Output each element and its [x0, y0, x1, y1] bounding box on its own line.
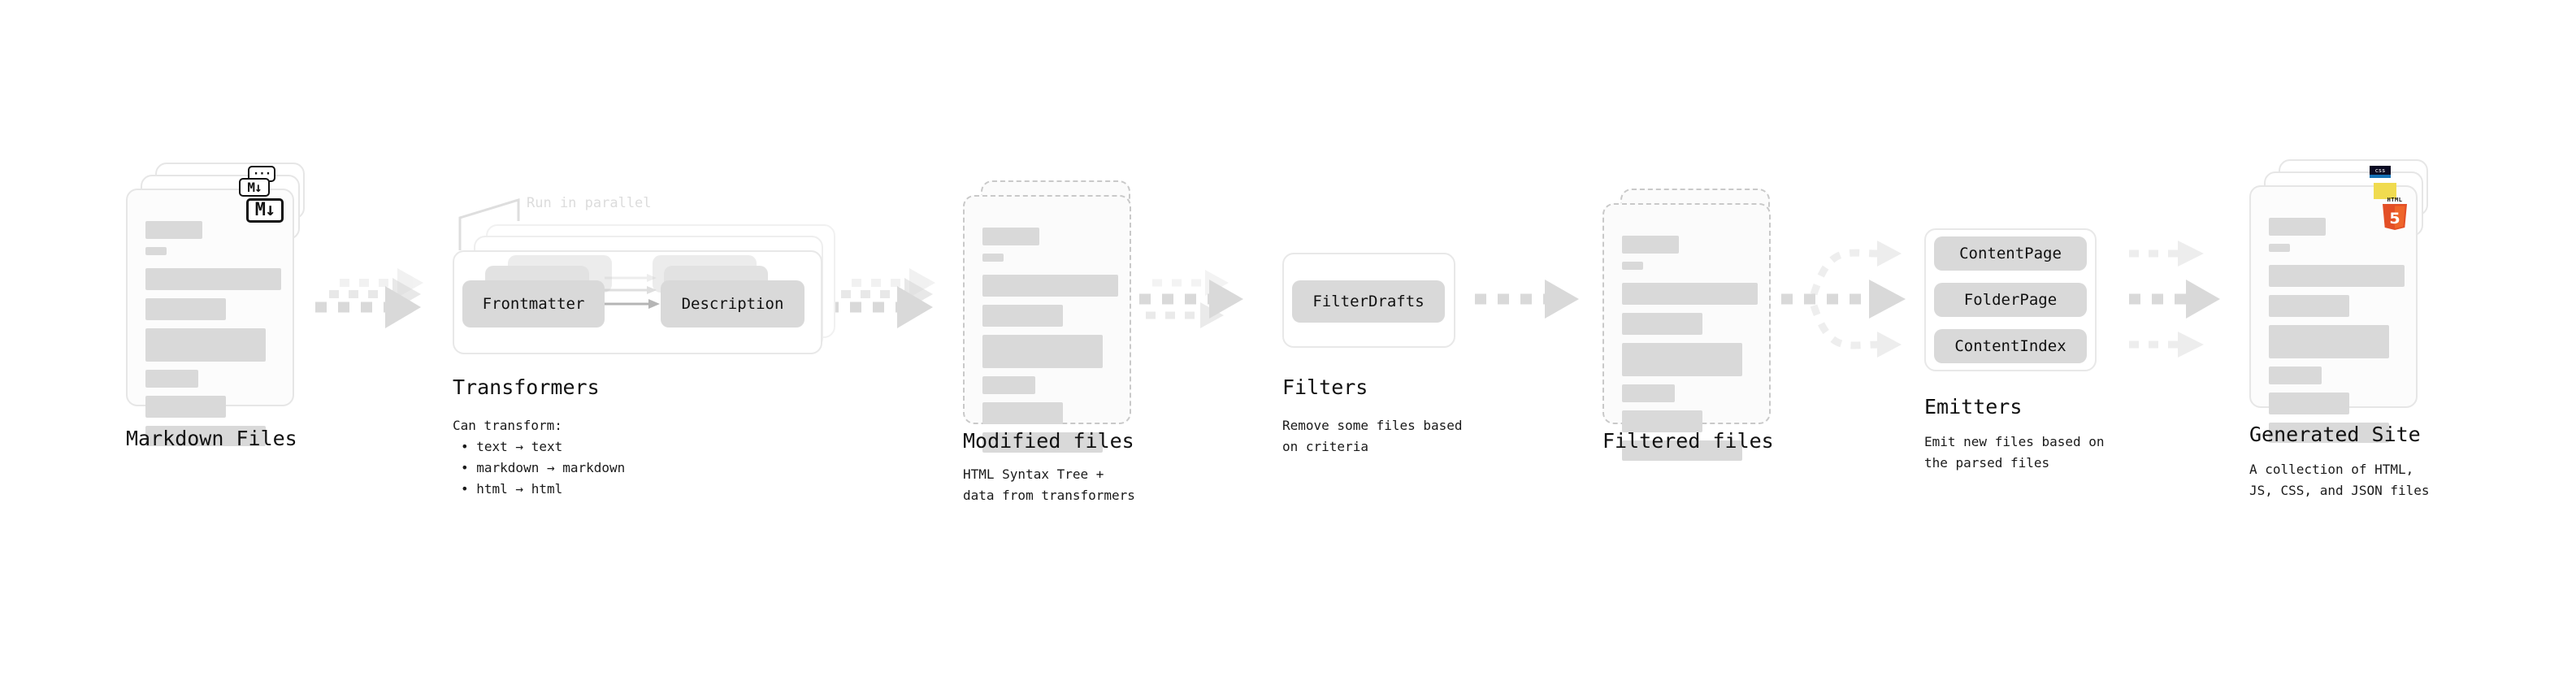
placeholder-bar [982, 275, 1118, 297]
arrow-filters-to-filtered [1475, 280, 1579, 319]
markdown-files-stack: M↓ [126, 163, 313, 446]
transformers-bullet-1: • text → text [461, 439, 563, 454]
transformers-chip-frontmatter[interactable]: Frontmatter [462, 280, 605, 327]
markdown-badge: M↓ [246, 198, 284, 223]
placeholder-bar [2269, 393, 2349, 414]
filters-chip-filterdrafts[interactable]: FilterDrafts [1292, 280, 1445, 323]
html5-icon-label: HTML [2387, 197, 2403, 203]
placeholder-bar [1622, 313, 1702, 335]
placeholder-bar [145, 370, 198, 388]
placeholder-bar [1622, 440, 1742, 461]
js-icon [2374, 183, 2396, 199]
placeholder-bar [2269, 265, 2405, 287]
markdown-badge-back-1: M↓ [239, 178, 270, 197]
filtered-files-caption: Filtered files [1602, 429, 1774, 453]
svg-text:5: 5 [2389, 210, 2400, 228]
placeholder-bar [145, 268, 281, 290]
emitters-desc-2: the parsed files [1924, 455, 2050, 471]
placeholder-bar [1622, 283, 1758, 305]
emitters-chip-contentpage[interactable]: ContentPage [1934, 236, 2087, 271]
emitters-caption: Emitters [1924, 395, 2023, 419]
placeholder-bar [2269, 244, 2290, 252]
emitters-desc-1: Emit new files based on [1924, 434, 2105, 449]
placeholder-bar [145, 328, 266, 362]
transformers-bullet-2: • markdown → markdown [461, 460, 626, 475]
placeholder-bar [1622, 236, 1679, 254]
placeholder-bar [145, 247, 167, 255]
markdown-card-bars [128, 190, 293, 446]
css-icon-label: css [2370, 166, 2391, 175]
transformers-bullet-3: • html → html [461, 481, 563, 497]
html5-icon: HTML 5 [2381, 197, 2409, 230]
run-in-parallel-note: Run in parallel [527, 195, 652, 211]
modified-card-bars [965, 197, 1130, 453]
placeholder-bar [145, 298, 226, 320]
arrow-transformers-to-modified [827, 268, 935, 328]
filtered-card-front [1602, 203, 1771, 461]
arrow-markdown-to-transformers [315, 268, 423, 328]
emitters-chip-contentindex[interactable]: ContentIndex [1934, 329, 2087, 363]
placeholder-bar [982, 254, 1004, 262]
arrow-modified-to-filters [1139, 270, 1243, 328]
generated-site-desc-2: JS, CSS, and JSON files [2249, 483, 2430, 498]
emitters-chip-folderpage[interactable]: FolderPage [1934, 283, 2087, 317]
modified-files-desc-2: data from transformers [963, 488, 1135, 503]
filters-desc-2: on criteria [1282, 439, 1368, 454]
transformers-inner-arrows [605, 274, 660, 309]
placeholder-bar [2269, 423, 2389, 443]
transformers-description-intro: Can transform: [453, 418, 562, 433]
placeholder-bar [982, 376, 1035, 394]
placeholder-bar [982, 432, 1103, 453]
site-card-bars [2251, 187, 2416, 443]
placeholder-bar [2269, 295, 2349, 317]
placeholder-bar [2269, 367, 2322, 384]
placeholder-bar [2269, 325, 2389, 358]
placeholder-bar [145, 396, 226, 418]
placeholder-bar [982, 402, 1063, 424]
transformers-chip-description[interactable]: Description [661, 280, 804, 327]
modified-files-caption: Modified files [963, 429, 1134, 453]
generated-site-caption: Generated Site [2249, 423, 2421, 446]
filtered-files-stack [1602, 189, 1789, 461]
placeholder-bar [1622, 410, 1702, 432]
placeholder-bar [1622, 384, 1675, 402]
placeholder-bar [982, 228, 1039, 245]
generated-site-stack [2249, 159, 2444, 443]
placeholder-bar [145, 221, 202, 239]
modified-card-front [963, 195, 1131, 453]
modified-files-stack [963, 180, 1150, 453]
transformers-caption: Transformers [453, 375, 600, 399]
markdown-files-caption: Markdown Files [126, 427, 297, 450]
html5-shield: 5 [2383, 204, 2407, 230]
placeholder-bar [1622, 262, 1643, 270]
arrow-filtered-to-emitters [1781, 241, 1906, 358]
generated-site-desc-1: A collection of HTML, [2249, 462, 2414, 477]
placeholder-bar [982, 335, 1103, 368]
filters-desc-1: Remove some files based [1282, 418, 1463, 433]
placeholder-bar [1622, 343, 1742, 376]
css-icon: css [2370, 166, 2391, 179]
filters-caption: Filters [1282, 375, 1368, 399]
placeholder-bar [2269, 218, 2326, 236]
arrow-emitters-to-site [2129, 241, 2220, 358]
markdown-card-front: M↓ [126, 189, 294, 446]
placeholder-bar [145, 426, 266, 446]
placeholder-bar [982, 305, 1063, 327]
filtered-card-bars [1604, 205, 1769, 461]
modified-files-desc-1: HTML Syntax Tree + [963, 466, 1104, 482]
